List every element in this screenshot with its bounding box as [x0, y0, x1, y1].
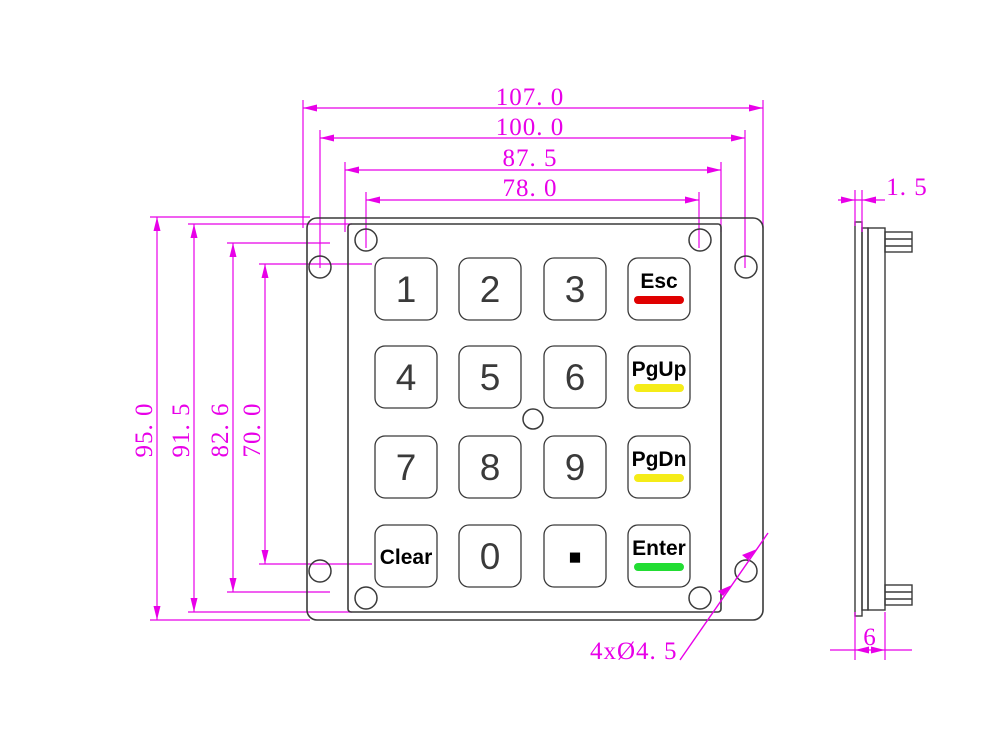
dimension-label-70: 70. 0	[239, 403, 266, 458]
mounting-hole-outer-bottom-right	[734, 559, 758, 583]
keypad-row-2: 4 5 6 PgUp	[374, 345, 691, 409]
key-color-bar-enter	[634, 563, 684, 571]
mounting-hole-inner-top-right	[688, 228, 712, 252]
dimension-107	[302, 100, 764, 228]
key-color-bar-esc	[634, 296, 684, 304]
key-3[interactable]: 3	[543, 257, 607, 321]
mounting-hole-outer-bottom-left	[308, 559, 332, 583]
center-led-indicator	[522, 408, 544, 430]
key-enter[interactable]: Enter	[627, 524, 691, 588]
keypad-row-4: Clear 0 ■ Enter	[374, 524, 691, 588]
key-1[interactable]: 1	[374, 257, 438, 321]
hole-note-label: 4xØ4. 5	[590, 638, 678, 665]
dimension-label-95: 95. 0	[131, 403, 158, 458]
side-spacer-layer	[861, 227, 869, 611]
keypad-row-1: 1 2 3 Esc	[374, 257, 691, 321]
dimension-label-87-5: 87. 5	[503, 145, 558, 172]
key-color-bar-pgup	[634, 384, 684, 392]
key-label: Esc	[640, 270, 678, 293]
side-body-plate	[867, 227, 886, 611]
key-6[interactable]: 6	[543, 345, 607, 409]
key-label: PgUp	[632, 358, 687, 381]
key-clear[interactable]: Clear	[374, 524, 438, 588]
dimension-91-5	[188, 223, 352, 613]
outer-bezel-plate	[306, 217, 764, 621]
dimension-78	[365, 192, 700, 248]
dimension-87-5	[344, 162, 722, 232]
key-0[interactable]: 0	[458, 524, 522, 588]
key-label: 9	[565, 447, 586, 488]
mounting-hole-outer-top-right	[734, 255, 758, 279]
horizontal-dimension-group	[302, 100, 764, 268]
key-dot[interactable]: ■	[543, 524, 607, 588]
dimension-1-5	[838, 190, 885, 232]
key-label: Clear	[380, 546, 433, 569]
key-7[interactable]: 7	[374, 435, 438, 499]
dimension-label-6: 6	[863, 624, 877, 651]
key-esc[interactable]: Esc	[627, 257, 691, 321]
dimension-label-1-5: 1. 5	[886, 174, 928, 201]
dimension-70	[259, 263, 372, 565]
inner-keypad-panel	[347, 223, 722, 613]
key-label: 0	[480, 536, 501, 577]
key-label: Enter	[632, 537, 686, 560]
dimension-label-107: 107. 0	[496, 84, 565, 111]
mounting-hole-inner-top-left	[354, 228, 378, 252]
key-label: 4	[396, 357, 417, 398]
dimension-label-100: 100. 0	[496, 114, 565, 141]
key-label: 6	[565, 357, 586, 398]
mounting-hole-outer-top-left	[308, 255, 332, 279]
dimension-label-78: 78. 0	[503, 175, 558, 202]
key-label: 1	[396, 269, 417, 310]
dimension-100	[319, 130, 746, 268]
key-label: 7	[396, 447, 417, 488]
key-2[interactable]: 2	[458, 257, 522, 321]
key-9[interactable]: 9	[543, 435, 607, 499]
dimension-label-91-5: 91. 5	[168, 403, 195, 458]
key-label: ■	[569, 546, 582, 569]
side-stud-bottom	[884, 584, 913, 606]
side-view: 1. 5 6	[830, 174, 928, 660]
inner-mounting-holes	[354, 228, 712, 610]
key-label: PgDn	[632, 448, 687, 471]
hole-note-leader	[679, 532, 769, 661]
side-front-plate	[854, 221, 863, 617]
dimension-82-6	[227, 242, 330, 593]
dimension-label-82-6: 82. 6	[207, 403, 234, 458]
outer-mounting-holes	[308, 255, 758, 583]
mounting-hole-inner-bottom-right	[688, 586, 712, 610]
key-pgup[interactable]: PgUp	[627, 345, 691, 409]
key-pgdn[interactable]: PgDn	[627, 435, 691, 499]
dimension-6	[830, 612, 912, 660]
key-label: 5	[480, 357, 501, 398]
dimension-95	[150, 216, 310, 621]
key-8[interactable]: 8	[458, 435, 522, 499]
key-label: 8	[480, 447, 501, 488]
vertical-dimension-group	[150, 216, 372, 621]
key-label: 3	[565, 269, 586, 310]
key-4[interactable]: 4	[374, 345, 438, 409]
keypad-row-3: 7 8 9 PgDn	[374, 435, 691, 499]
mounting-hole-inner-bottom-left	[354, 586, 378, 610]
key-5[interactable]: 5	[458, 345, 522, 409]
key-color-bar-pgdn	[634, 474, 684, 482]
side-stud-top	[884, 231, 913, 253]
key-label: 2	[480, 269, 501, 310]
